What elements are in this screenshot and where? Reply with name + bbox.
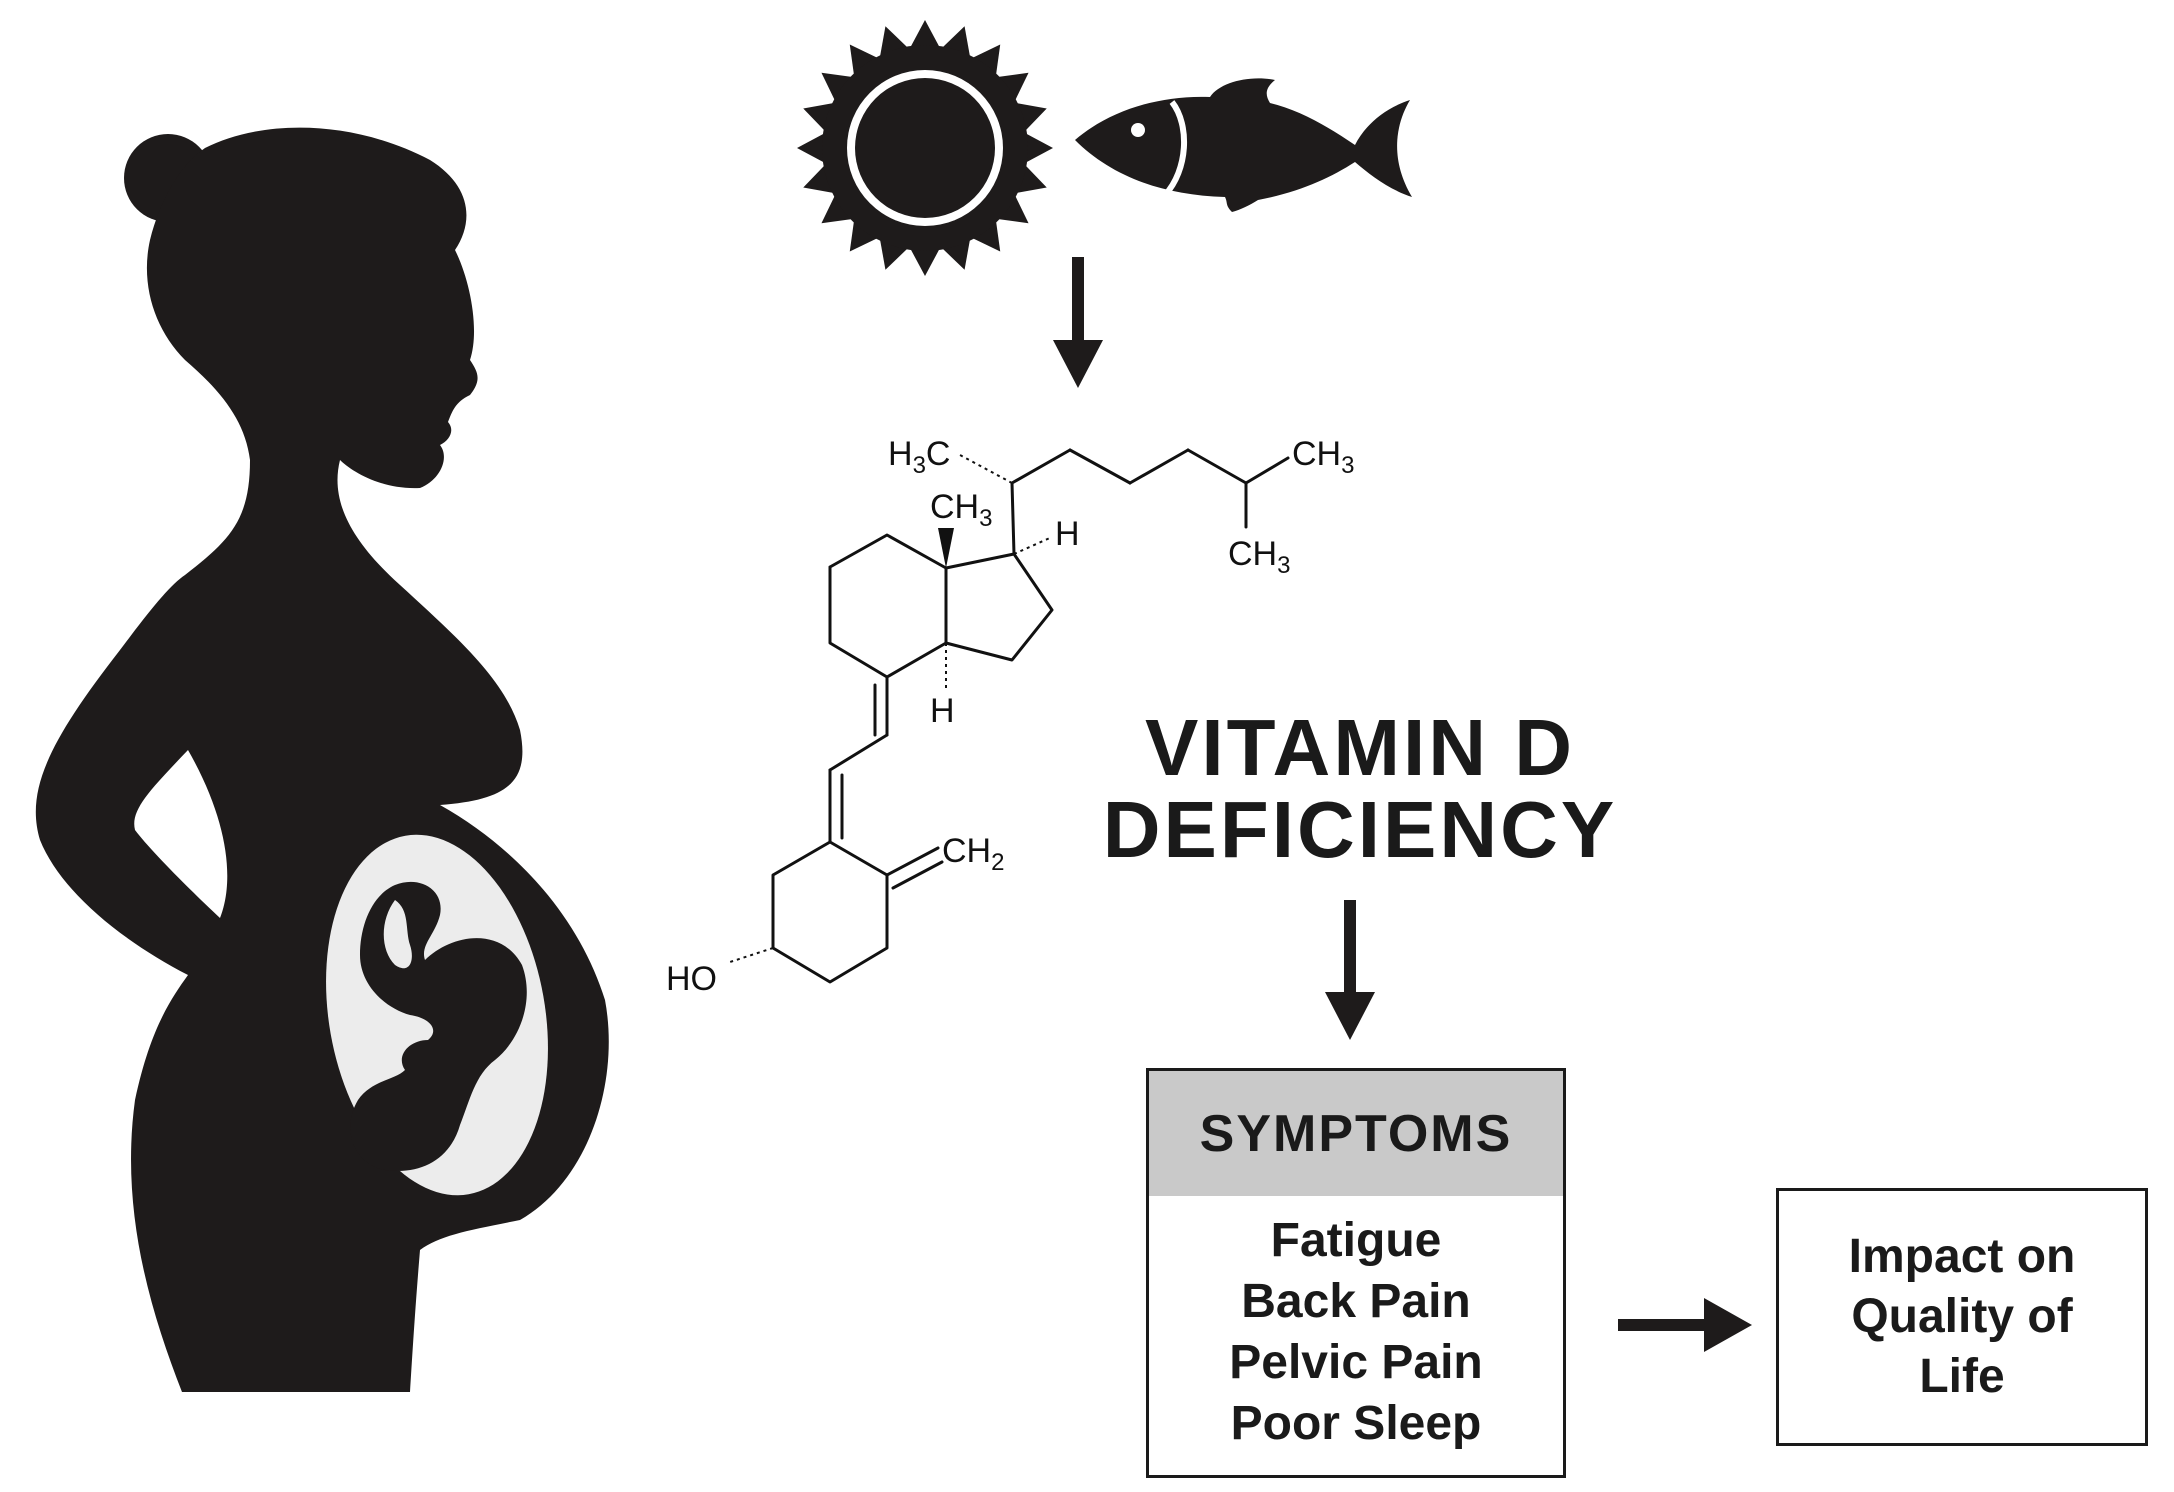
sun-ray: [970, 218, 1001, 252]
label-ch3-ring: CH3: [930, 488, 992, 532]
sun-ray: [970, 44, 1001, 78]
sun-ray: [995, 193, 1029, 224]
impact-line: Quality of: [1851, 1290, 2073, 1343]
symptom-item: Pelvic Pain: [1229, 1336, 1483, 1389]
symptom-item: Poor Sleep: [1230, 1397, 1482, 1450]
sun-ray: [995, 72, 1029, 103]
sun-ray: [909, 246, 941, 276]
label-ch3-lower: CH3: [1228, 535, 1290, 579]
sun-ray: [797, 132, 827, 164]
sun-ray: [821, 193, 855, 224]
symptom-item: Back Pain: [1241, 1275, 1471, 1328]
arrow-down-2: [1325, 900, 1375, 1040]
symptoms-box: SYMPTOMS Fatigue Back Pain Pelvic Pain P…: [1146, 1068, 1566, 1478]
sun-ray: [1023, 132, 1053, 164]
sun-ray: [849, 44, 880, 78]
label-h3c: H3C: [888, 435, 950, 479]
impact-line: Life: [1919, 1350, 2005, 1403]
label-ch2: CH2: [942, 832, 1004, 876]
label-h-right: H: [1055, 515, 1080, 553]
sun-ray: [909, 20, 941, 50]
title-line-2: DEFICIENCY: [1102, 785, 1618, 874]
label-ch3-top: CH3: [1292, 435, 1354, 479]
title-line-1: VITAMIN D: [1145, 703, 1575, 792]
symptoms-header: SYMPTOMS: [1149, 1071, 1563, 1196]
sun-ray: [849, 218, 880, 252]
label-ho: HO: [666, 960, 717, 998]
impact-line: Impact on: [1848, 1230, 2076, 1283]
label-h-bottom: H: [930, 692, 955, 730]
sun-ray: [821, 72, 855, 103]
symptom-item: Fatigue: [1270, 1214, 1442, 1267]
impact-box: Impact on Quality of Life: [1776, 1188, 2148, 1446]
symptoms-list: Fatigue Back Pain Pelvic Pain Poor Sleep: [1149, 1196, 1563, 1454]
arrow-down-1: [1053, 257, 1103, 388]
arrow-right: [1618, 1298, 1752, 1352]
